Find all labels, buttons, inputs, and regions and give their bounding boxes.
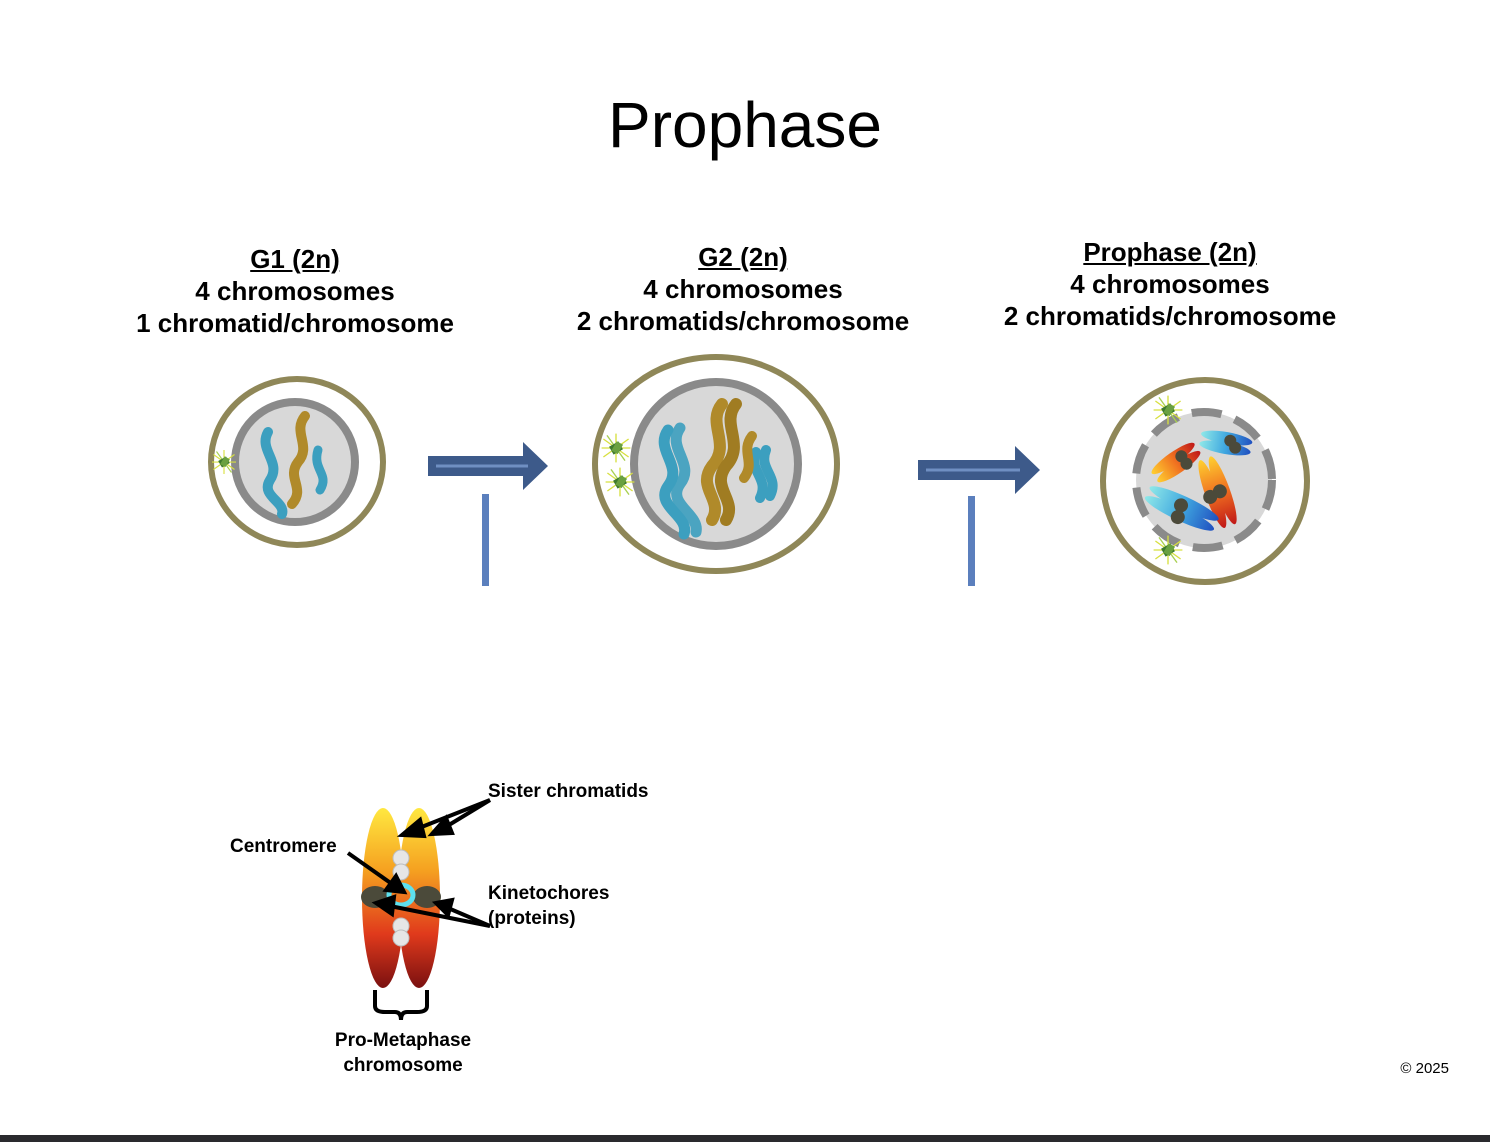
label-prometaphase-line2: chromosome <box>343 1055 463 1076</box>
g1-chromosome-blue-2 <box>312 445 328 495</box>
stage-heading-prophase: Prophase (2n) <box>1083 237 1257 267</box>
arrow-centromere <box>346 851 394 886</box>
label-kinetochores-line1: Kinetochores <box>488 883 610 904</box>
stage-chromatid-count-g2: 2 chromatids/chromosome <box>576 306 910 336</box>
arrowhead-centromere <box>382 872 408 895</box>
g2-chromosome-gold-1b <box>714 398 742 526</box>
arrow-kinetochore-right <box>447 906 491 928</box>
stage-label-g2: G2 (2n) 4 chromosomes 2 chromatids/chrom… <box>543 241 943 337</box>
g1-chromosome-blue-1 <box>260 427 288 519</box>
arrow-kinetochore-left <box>389 904 491 928</box>
stage-chromatid-count-prophase: 2 chromatids/chromosome <box>1003 301 1337 331</box>
g1-cell <box>208 376 386 548</box>
stage-chromatid-count-g1: 1 chromatid/chromosome <box>136 308 454 338</box>
g2-chromosome-blue-2a <box>749 447 768 503</box>
arrowhead-kinetochore-left <box>371 894 397 918</box>
annotation-arrows <box>346 798 492 928</box>
label-sister-chromatids: Sister chromatids <box>488 781 649 802</box>
stage-heading-g1: G1 (2n) <box>250 244 340 274</box>
chromosome-bracket <box>373 990 429 1021</box>
prophase-chromosome-red-2 <box>1198 456 1237 528</box>
g2-cell <box>592 354 840 574</box>
label-kinetochores: Kinetochores (proteins) <box>488 881 609 931</box>
prophase-chromosome-red-1 <box>1151 442 1201 483</box>
g1-chromosome-gold-1 <box>287 411 310 509</box>
prophase-cell <box>1100 377 1310 585</box>
copyright-notice: © 2025 <box>1400 1060 1449 1077</box>
arrowhead-sister-left <box>396 816 427 839</box>
g2-chromosome-blue-1b <box>670 422 702 538</box>
prophase-chromosome-blue-2 <box>1144 486 1219 531</box>
label-kinetochores-line2: (proteins) <box>488 908 576 929</box>
divider-bar-2 <box>968 496 975 586</box>
label-prometaphase-line1: Pro-Metaphase <box>334 1030 472 1051</box>
g2-chromosome-gold-2 <box>739 431 757 483</box>
arrowhead-kinetochore-right <box>431 897 455 919</box>
stage-chromosome-count-g2: 4 chromosomes <box>643 274 843 304</box>
bottom-bar <box>0 1135 1490 1142</box>
label-centromere: Centromere <box>230 836 337 857</box>
page-title: Prophase <box>608 89 882 161</box>
g2-chromosome-blue-1a <box>658 424 691 540</box>
g2-chromosome-blue-2b <box>759 445 778 501</box>
divider-bar-1 <box>482 494 489 586</box>
stage-chromosome-count-prophase: 4 chromosomes <box>1070 269 1270 299</box>
prometaphase-chromosome <box>361 808 441 1021</box>
arrowhead-sister-right <box>427 814 455 837</box>
label-prometaphase-chromosome: Pro-Metaphase chromosome <box>318 1028 488 1078</box>
arrow-g1-to-g2 <box>428 442 548 490</box>
stage-heading-g2: G2 (2n) <box>698 242 788 272</box>
arrow-g2-to-prophase <box>918 446 1040 494</box>
prophase-fragmenting-envelope <box>1132 408 1276 552</box>
arrow-sister-left <box>413 798 491 832</box>
g2-chromosome-gold-1a <box>700 398 728 526</box>
stage-chromosome-count-g1: 4 chromosomes <box>195 276 395 306</box>
stage-label-prophase: Prophase (2n) 4 chromosomes 2 chromatids… <box>970 236 1370 332</box>
prophase-chromosome-blue-1 <box>1199 430 1253 456</box>
stage-label-g1: G1 (2n) 4 chromosomes 1 chromatid/chromo… <box>95 243 495 339</box>
arrow-sister-right <box>442 798 492 830</box>
